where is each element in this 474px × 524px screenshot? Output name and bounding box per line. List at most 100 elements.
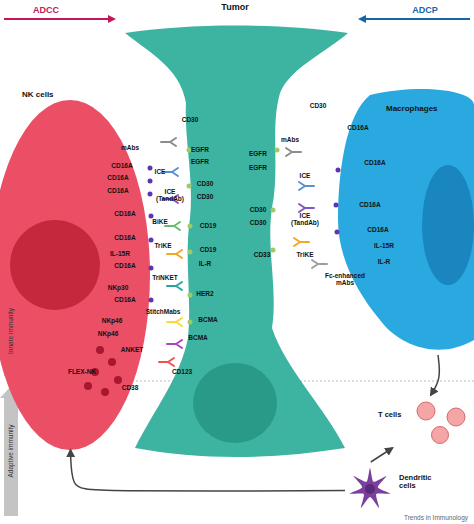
adaptive-band-arrow: [0, 386, 22, 516]
t-cell-circle: [432, 427, 449, 444]
antibody-glyph: [299, 204, 314, 212]
mechanism-label: ADCP: [412, 6, 438, 15]
molecule-label: CD33: [254, 252, 271, 259]
cell-label: NK cells: [22, 91, 54, 99]
molecule-label: CD19: [200, 223, 217, 230]
tumor-nucleus: [193, 363, 277, 443]
molecule-label: IL-15R: [110, 251, 130, 258]
molecule-label: mAbs: [281, 137, 299, 144]
molecule-label: BCMA: [198, 317, 218, 324]
molecule-label: CD30: [250, 220, 267, 227]
granule: [114, 376, 122, 384]
adcp-arrow-shaft: [366, 18, 470, 20]
receptor-glyph: [148, 192, 153, 197]
antibody-glyph: [163, 195, 178, 203]
molecule-label: TriKE: [297, 252, 314, 259]
antibody-glyph: [294, 238, 309, 246]
macrophage-outline: [338, 89, 474, 350]
divider-line: [24, 381, 474, 382]
nk-cell: NK cells: [0, 100, 150, 450]
molecule-label: FLEX-NK: [68, 369, 96, 376]
molecule-label: NKp30: [108, 285, 129, 292]
receptor-glyph: [149, 214, 154, 219]
process-arrow: [371, 448, 393, 462]
nk-nucleus: [10, 220, 100, 310]
molecule-label: CD38: [122, 385, 139, 392]
process-arrow: [71, 450, 346, 491]
granule: [91, 368, 99, 376]
mechanism-label: ADCC: [33, 6, 59, 15]
receptor-glyph: [336, 168, 341, 173]
process-arrow: [431, 355, 440, 395]
adcc-arrow-head: [108, 15, 116, 23]
molecule-label: CD16A: [111, 163, 132, 170]
molecule-label: IL-15R: [374, 243, 394, 250]
receptor-glyph: [148, 166, 153, 171]
granule: [101, 388, 109, 396]
receptor-glyph: [334, 203, 339, 208]
molecule-label: CD16A: [107, 188, 128, 195]
macrophage-nucleus: [422, 165, 474, 285]
t-cell-circle: [447, 408, 465, 426]
molecule-label: CD123: [172, 369, 192, 376]
molecule-label: CD19: [200, 247, 217, 254]
adcc-arrow-shaft: [4, 18, 108, 20]
granule: [84, 382, 92, 390]
antibody-glyph: [312, 260, 327, 268]
dendritic-outline: [350, 468, 391, 508]
molecule-label: EGFR: [249, 151, 267, 158]
molecule-label: ICE: [155, 169, 166, 176]
molecule-label: TriNKET: [152, 275, 178, 282]
molecule-label: CD30: [250, 207, 267, 214]
t-cell-circle: [417, 402, 435, 420]
cell-label: Macrophages: [386, 105, 438, 113]
node-shape: [378, 395, 474, 448]
receptor-glyph: [271, 248, 276, 253]
molecule-label: CD16A: [359, 202, 380, 209]
molecule-label: EGFR: [249, 165, 267, 172]
receptor-glyph: [271, 208, 276, 213]
receptor-glyph: [187, 184, 192, 189]
molecule-label: EGFR: [191, 159, 209, 166]
molecule-label: IL-R: [199, 261, 212, 268]
molecule-label: IL-R: [378, 259, 391, 266]
receptor-glyph: [188, 293, 193, 298]
antibody-glyph: [286, 148, 301, 156]
molecule-label: CD16A: [107, 175, 128, 182]
antibody-glyph: [167, 318, 182, 326]
molecule-label: TriKE: [155, 243, 172, 250]
molecule-label: ICE (TandAb): [155, 189, 185, 203]
molecule-label: HER2: [196, 291, 213, 298]
molecule-label: CD30: [182, 117, 199, 124]
receptor-glyph: [188, 320, 193, 325]
node-shape: [345, 462, 474, 514]
molecule-label: CD16A: [367, 227, 388, 234]
molecule-label: CD30: [310, 103, 327, 110]
molecule-label: CD16A: [114, 211, 135, 218]
molecule-label: CD30: [197, 181, 214, 188]
dendritic-nucleus: [365, 484, 375, 494]
receptor-glyph: [187, 148, 192, 153]
node-shape: [120, 8, 350, 458]
receptor-glyph: [275, 148, 280, 153]
node-shape: [0, 100, 150, 450]
dendritic-cell: Dendritic cells: [345, 462, 474, 514]
nk-outline: [0, 100, 150, 450]
molecule-label: StitchMabs: [146, 309, 181, 316]
receptor-glyph: [188, 250, 193, 255]
node-shape: [330, 85, 474, 355]
molecule-label: CD16A: [114, 235, 135, 242]
molecule-label: CD16A: [114, 263, 135, 270]
receptor-glyph: [188, 224, 193, 229]
molecule-label: ICE: [300, 173, 311, 180]
granule: [96, 346, 104, 354]
molecule-label: EGFR: [191, 147, 209, 154]
journal-watermark: Trends in Immunology: [404, 515, 468, 522]
innate-band-arrow: [0, 284, 22, 376]
antibody-glyph: [165, 222, 180, 230]
